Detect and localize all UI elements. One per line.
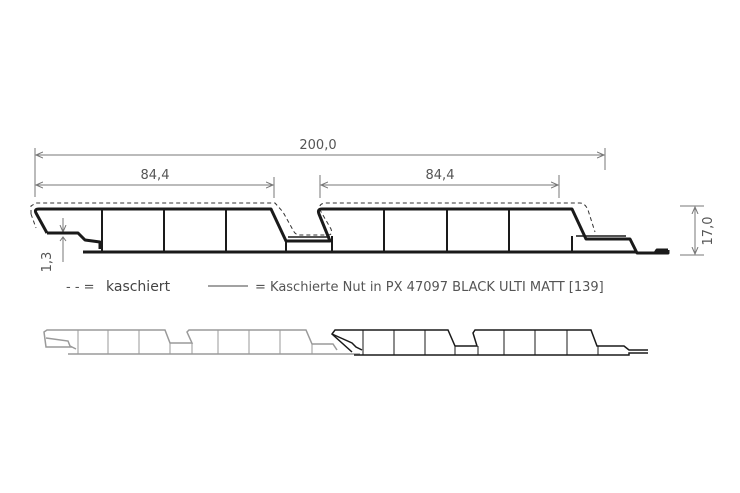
laminate-outline-dashed-left xyxy=(30,213,37,229)
legend-dashed-symbol: - - = xyxy=(66,280,95,295)
laminate-outline-dashed xyxy=(30,202,596,236)
dimension-height xyxy=(680,205,704,256)
dimension-height-label: 17,0 xyxy=(701,217,716,246)
dimension-total-width-label: 200,0 xyxy=(299,138,336,153)
dimension-total-width xyxy=(34,148,606,197)
dimension-lip-label: 1,3 xyxy=(40,252,55,273)
panel-profile xyxy=(33,207,670,255)
legend-solid-label: = Kaschierte Nut in PX 47097 BLACK ULTI … xyxy=(255,280,604,295)
dimension-right-panel xyxy=(319,175,560,198)
dimension-left-panel-label: 84,4 xyxy=(141,168,170,183)
dimension-right-panel-label: 84,4 xyxy=(426,168,455,183)
dimension-left-panel xyxy=(36,177,275,198)
legend-dashed-label: kaschiert xyxy=(106,279,171,295)
dimension-lip xyxy=(60,218,66,262)
assembly-black-panel xyxy=(330,329,648,356)
assembly-ghost-panel xyxy=(43,329,360,355)
